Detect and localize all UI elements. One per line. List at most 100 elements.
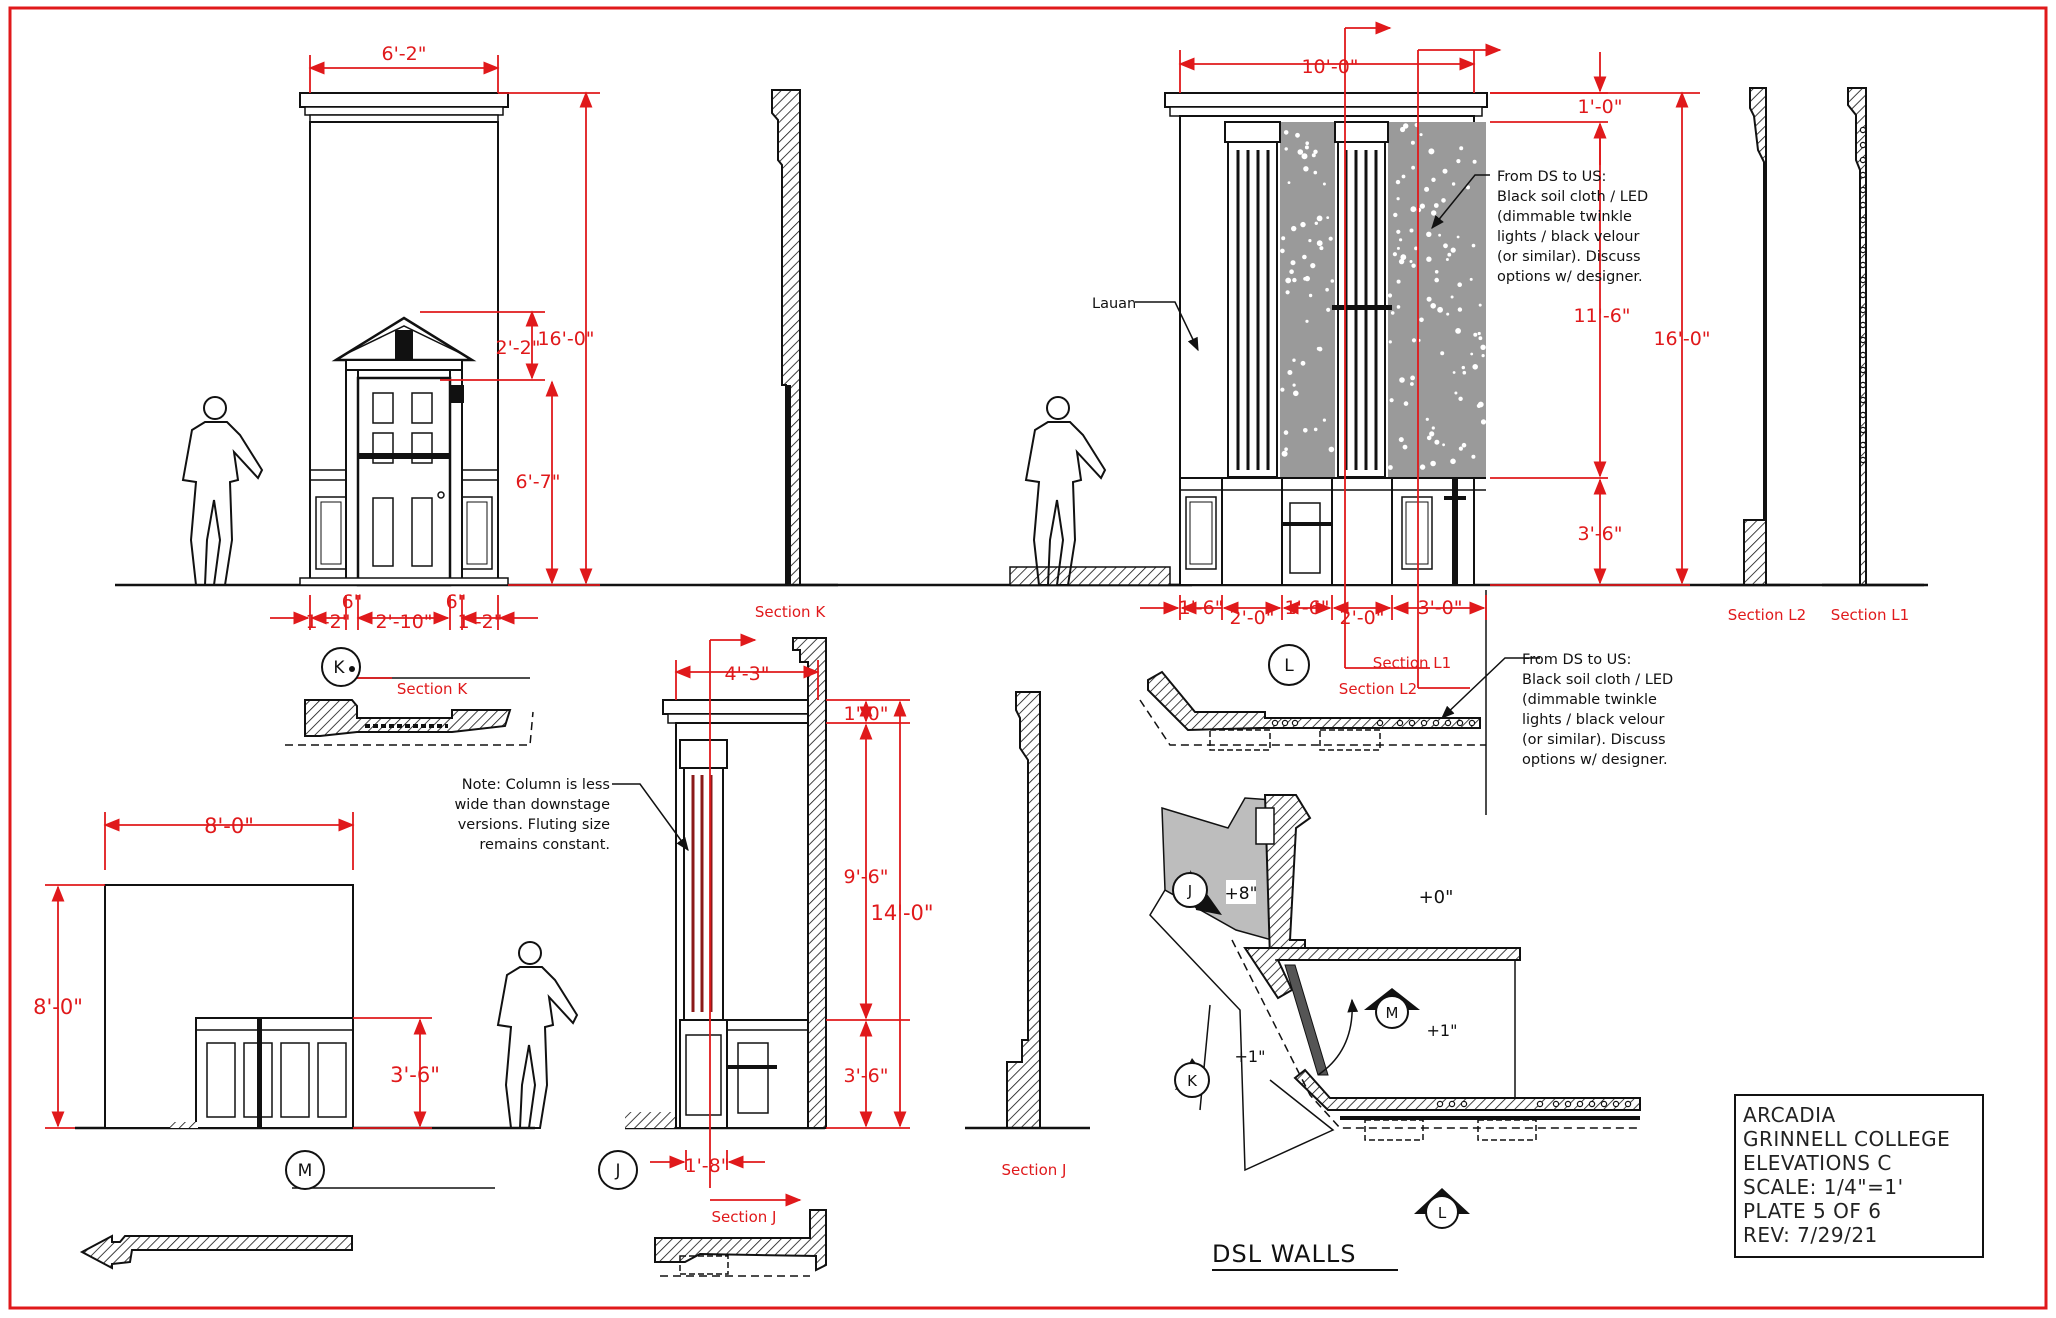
led-dot (1445, 258, 1449, 261)
elevation-tags: K L M J J M K (285, 644, 1470, 1229)
dim-k-b3: 2'-10" (375, 611, 432, 633)
bolt-hole (1859, 261, 1867, 269)
note-l-line2: Black soil cloth / LED (1497, 189, 1648, 205)
bolt-hole (1436, 1100, 1444, 1108)
led-dot (1285, 277, 1292, 284)
note-j-line4: remains constant. (479, 837, 610, 853)
led-dot (1434, 439, 1440, 445)
bolt-hole (1859, 201, 1867, 209)
led-dot (1400, 126, 1406, 133)
led-dot (1419, 317, 1424, 323)
dim-m-base: 3'-6" (390, 1063, 440, 1087)
bolt-hole (1859, 156, 1867, 164)
led-dot (1403, 123, 1409, 129)
svg-text:K: K (333, 658, 345, 678)
led-dot (1426, 256, 1432, 262)
led-dot (1430, 460, 1436, 467)
led-dot (1399, 377, 1405, 383)
label-plan-section-l1: Section L1 (1373, 654, 1451, 672)
tag-l: L (1268, 644, 1310, 686)
led-dot (1454, 391, 1458, 395)
led-dot (1410, 382, 1414, 386)
led-dot (1442, 443, 1445, 447)
level-left: +1" (1235, 1047, 1266, 1066)
note-l2-line3: (dimmable twinkle (1522, 692, 1657, 708)
led-dot (1316, 240, 1323, 247)
led-dot (1480, 344, 1486, 350)
dim-l-b2: 2'-0" (1230, 607, 1275, 629)
led-dot (1419, 464, 1426, 470)
led-dot (1390, 311, 1395, 315)
bolt-hole (1281, 719, 1289, 727)
led-dot (1305, 319, 1309, 323)
dim-k-b1: 1'-2" (306, 611, 351, 633)
led-dot (1301, 153, 1308, 160)
led-dot (1396, 229, 1401, 234)
led-dot (1472, 364, 1478, 370)
note-l-line3: (dimmable twinkle (1497, 209, 1632, 225)
dim-m-height: 8'-0" (33, 995, 83, 1019)
dim-k-height: 16'-0" (537, 328, 594, 350)
led-dot (1477, 401, 1484, 408)
bolt-hole (1859, 321, 1867, 329)
plan-tag-l: L (1414, 1188, 1470, 1229)
label-section-l2: Section L2 (1728, 606, 1806, 624)
bolt-hole (1859, 426, 1867, 434)
led-dot (1308, 293, 1313, 298)
led-dot (1457, 282, 1462, 288)
led-dot (1461, 365, 1466, 370)
svg-text:J: J (1187, 882, 1192, 900)
led-dot (1326, 216, 1330, 220)
led-dot (1456, 235, 1460, 239)
led-dot (1283, 130, 1289, 135)
led-dot (1403, 401, 1409, 406)
title-block-line1: ARCADIA (1743, 1103, 1836, 1127)
bolt-hole (1859, 456, 1867, 464)
led-dot (1428, 148, 1435, 155)
led-dot (1285, 290, 1290, 295)
led-dot (1441, 198, 1446, 203)
led-dot (1409, 260, 1413, 263)
led-dot (1280, 387, 1285, 392)
section-l2-profile (1720, 87, 1790, 587)
bolt-hole (1859, 366, 1867, 374)
section-k-profile (710, 89, 838, 587)
note-leader-l (1431, 174, 1490, 230)
led-dot (1473, 332, 1478, 337)
svg-text:M: M (298, 1161, 313, 1181)
note-l-line5: (or similar). Discuss (1497, 249, 1641, 265)
led-dot (1450, 458, 1456, 465)
elevation-m (75, 884, 535, 1130)
label-section-l1: Section L1 (1831, 606, 1909, 624)
sheet-title: DSL WALLS (1212, 1240, 1398, 1271)
led-dot (1462, 370, 1467, 375)
led-dot (1316, 215, 1323, 222)
label-plan-section-j: Section J (712, 1208, 777, 1226)
dim-l-width: 10'-0" (1301, 56, 1358, 78)
led-dot (1426, 231, 1432, 237)
led-dot (1451, 182, 1456, 186)
led-dot (1283, 430, 1289, 435)
bolt-hole (1859, 231, 1867, 239)
led-dot (1399, 238, 1403, 242)
led-dot (1455, 328, 1461, 334)
section-l1-profile (1822, 87, 1928, 587)
led-dot (1446, 312, 1450, 316)
led-dot (1303, 277, 1307, 281)
led-dot (1326, 307, 1331, 312)
dim-j-width: 4'-3" (725, 663, 770, 685)
led-dot (1443, 243, 1448, 249)
led-dot (1396, 246, 1400, 250)
sheet-border (8, 6, 2048, 1310)
svg-text:M: M (1386, 1004, 1399, 1022)
led-dot (1330, 279, 1335, 283)
led-dot (1434, 277, 1439, 283)
note-l2-line1: From DS to US: (1522, 652, 1631, 668)
bolt-hole (1468, 719, 1476, 727)
led-dot (1480, 419, 1487, 425)
tag-m: M (285, 1150, 325, 1190)
title-block-line5: PLATE 5 OF 6 (1743, 1199, 1881, 1223)
title-block: ARCADIA GRINNELL COLLEGE ELEVATIONS C SC… (1734, 1094, 1984, 1258)
bolt-hole (1859, 396, 1867, 404)
led-dot (1471, 243, 1476, 248)
